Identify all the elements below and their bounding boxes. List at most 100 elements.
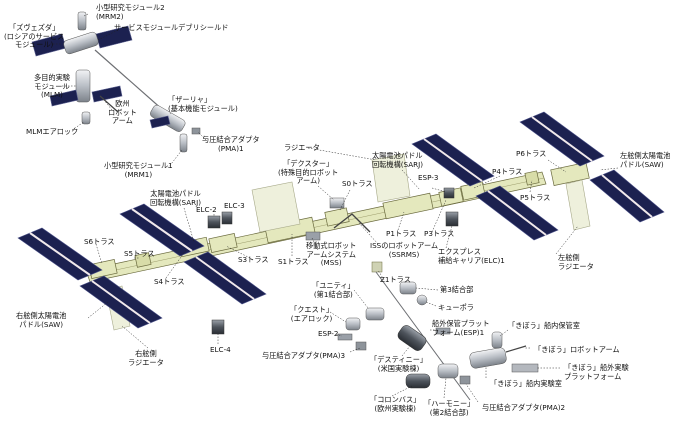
port-thermal-radiator: [371, 153, 411, 203]
cupola-module: [416, 294, 428, 306]
label-p4: P4トラス: [492, 167, 523, 176]
leader-esp3: [431, 187, 447, 193]
elc4-carrier: [211, 319, 225, 335]
ssrms-arm: [333, 213, 371, 233]
label-s4: S4トラス: [154, 277, 185, 286]
label-pma2: 与圧結合アダプタ(PMA)2: [482, 403, 566, 412]
label-sarj-left: 太陽電池パドル 回転機構(SARJ): [150, 189, 202, 207]
leader-starboard-radiator: [121, 325, 149, 349]
kibo-pm: [469, 347, 507, 369]
solar-wing-stripe: [131, 208, 193, 252]
label-radiator-top: ラジエータ: [284, 143, 320, 152]
label-dextre: 「デクスター」 (特殊目的ロボット アーム): [278, 159, 339, 186]
zvezda-solar-array-right: [95, 25, 133, 49]
elc3-carrier: [221, 211, 233, 225]
dextre-robot: [329, 197, 345, 209]
starboard-thermal-radiator: [251, 181, 301, 233]
esp1-platform: [435, 327, 451, 335]
p6-segment: [550, 162, 590, 186]
main-truss: [85, 162, 590, 283]
label-harmony: 「ハーモニー」 (第2結合部): [424, 399, 475, 417]
label-elc2: ELC-2: [196, 205, 217, 214]
leader-radiator-top: [307, 147, 377, 161]
p1-segment: [382, 192, 434, 220]
leader-debris-shield: [97, 29, 119, 41]
leader-mlm-airlock: [71, 121, 85, 131]
esp3-platform: [443, 187, 455, 199]
label-starboard-saw: 右舷側太陽電池 パドル(SAW): [16, 311, 67, 329]
kibo-ef: [511, 363, 539, 373]
leader-p6: [547, 159, 567, 173]
kibo-arm: [505, 345, 527, 353]
label-esp1: 船外保管プラット フォーム(ESP)1: [432, 319, 490, 337]
label-mss: 移動式ロボット アームシステム (MSS): [306, 241, 357, 268]
s5-segment: [134, 252, 152, 268]
destiny-module: [397, 325, 427, 351]
label-s1: S1トラス: [278, 257, 309, 266]
label-s5: S5トラス: [124, 249, 155, 258]
leader-quest: [329, 311, 347, 323]
label-kibo-pm: 「きぼう」船内実験室: [490, 379, 562, 388]
label-p5: P5トラス: [520, 193, 551, 202]
label-port-radiator: 左舷側 ラジエータ: [558, 253, 594, 271]
mlm-module: [75, 69, 91, 103]
label-sarj-right: 太陽電池パドル 回転機構(SARJ): [372, 151, 424, 169]
leader-elc1: [445, 225, 453, 249]
label-s3: S3トラス: [238, 255, 269, 264]
label-kibo-ef: 「きぼう」船外実験 プラットフォーム: [564, 363, 629, 381]
mss-base: [305, 231, 321, 241]
label-p1: P1トラス: [386, 229, 417, 238]
label-elc4: ELC-4: [210, 345, 231, 354]
p5-segment: [524, 170, 540, 186]
truss-equipment: [207, 187, 459, 335]
label-z1: Z1トラス: [380, 275, 411, 284]
solar-wing-stripe: [531, 116, 593, 162]
leader-unity: [353, 289, 369, 309]
leader-pma1: [197, 131, 207, 141]
label-kibo-elm: 「きぼう」船内保管室: [508, 321, 580, 330]
label-elc1: エクスプレス 補給キャリア(ELC)1: [438, 247, 505, 265]
solar-wing-stripe: [423, 138, 483, 182]
solar-wing-stripe: [487, 190, 547, 236]
label-mrm2: 小型研究モジュール2 (MRM2): [96, 3, 165, 21]
solar-wing-stripe: [91, 280, 151, 324]
leader-columbus: [391, 385, 413, 397]
pma2-adapter: [459, 375, 471, 385]
label-elc3: ELC-3: [224, 201, 245, 210]
port-pv-radiator: [565, 179, 591, 231]
leader-sarj-right: [401, 169, 421, 191]
leader-cupola: [425, 301, 437, 307]
label-kibo-arm: 「きぼう」ロボットアーム: [534, 345, 620, 354]
mlm-solar-array: [49, 89, 79, 107]
european-robotic-arm: [99, 95, 119, 113]
label-esp3: ESP-3: [418, 173, 439, 182]
mlm-airlock: [81, 111, 91, 125]
port-inboard-arrays: [411, 133, 559, 241]
label-ssrms: ISSのロボットアーム (SSRMS): [370, 241, 439, 259]
starboard-inboard-arrays: [119, 203, 267, 305]
leader-starboard-saw: [87, 301, 109, 319]
label-node3: 第3結合部: [440, 285, 474, 294]
label-unity: 「ユニティ」 (第1結合部): [312, 281, 355, 299]
leader-s6: [95, 243, 103, 265]
leader-pma2: [465, 383, 479, 403]
pma1-adapter: [191, 127, 201, 135]
mlm-solar-array-2: [91, 85, 123, 103]
leader-port-radiator: [555, 225, 579, 255]
leader-mrm2: [83, 13, 89, 17]
mrm2-module: [77, 11, 87, 31]
leader-node3: [415, 287, 439, 291]
label-mlm-airlock: MLMエアロック: [26, 127, 79, 136]
harmony-node: [437, 363, 459, 379]
elc2-carrier: [207, 215, 221, 229]
esp2-platform: [337, 333, 353, 341]
label-port-saw: 左舷側太陽電池 パドル(SAW): [620, 151, 671, 169]
label-quest: 「クエスト」 (エアロック): [290, 305, 334, 323]
columbus-module: [405, 373, 431, 389]
leader-era: [103, 99, 113, 111]
leader-p5: [529, 179, 533, 193]
label-mlm: 多目的実験 モジュール (MLM): [34, 73, 70, 100]
label-mrm1: 小型研究モジュール1 (MRM1): [104, 161, 173, 179]
zvezda-module: [63, 31, 99, 55]
